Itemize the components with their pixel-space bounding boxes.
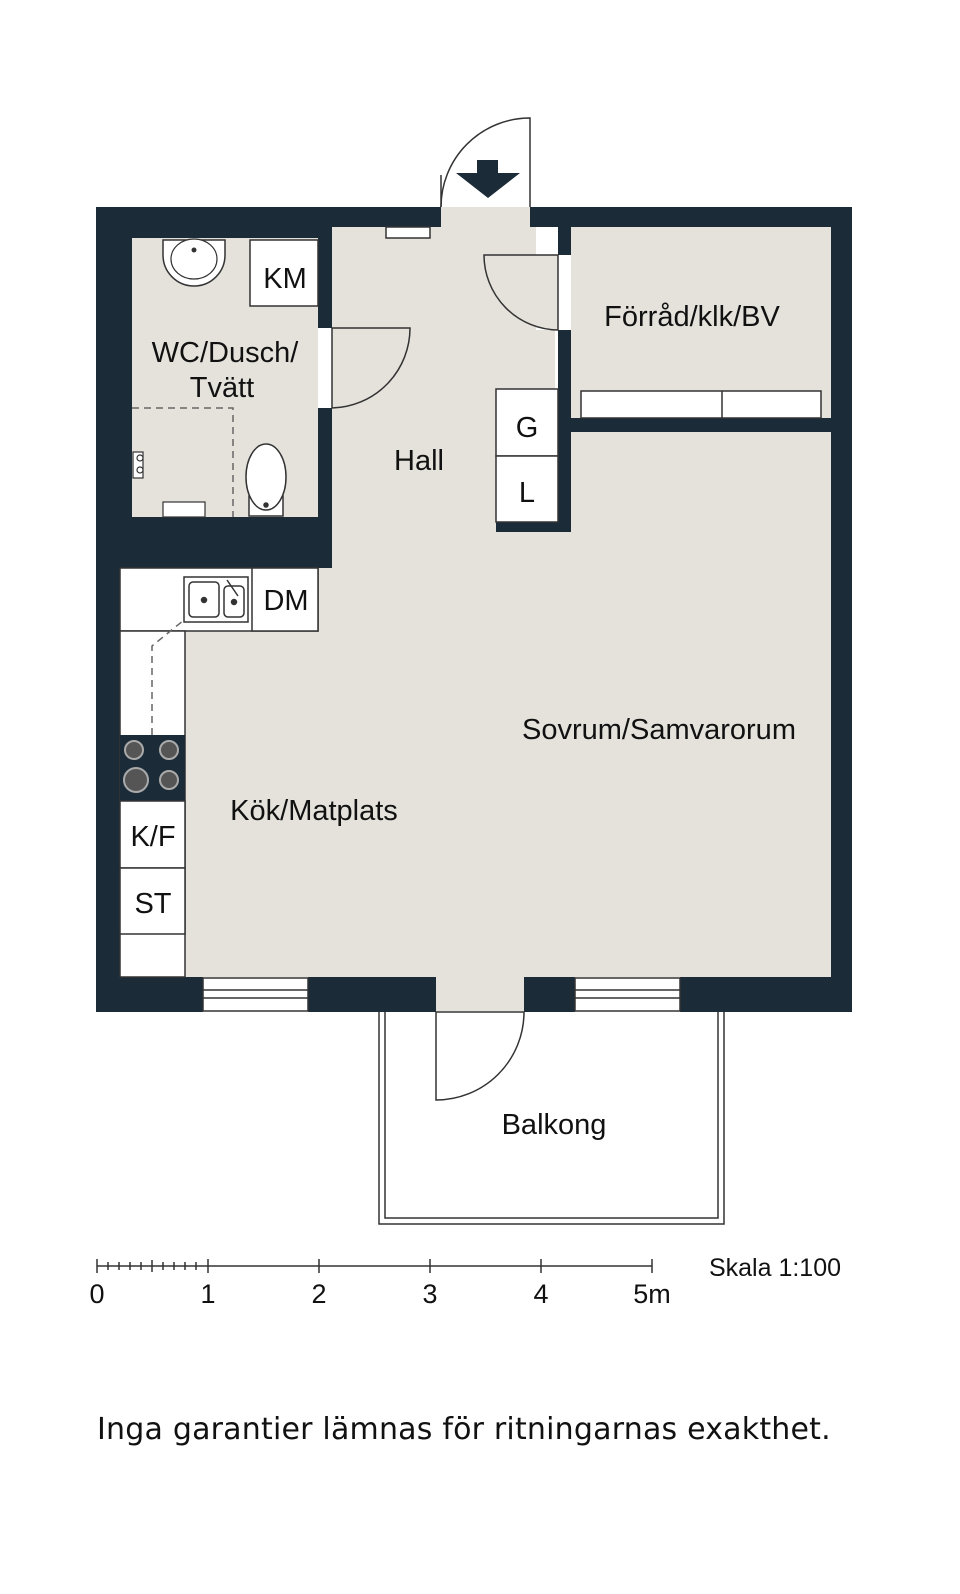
storage-floor (571, 227, 831, 418)
scale-minor-ticks (96, 1259, 653, 1273)
sink-icon (183, 576, 249, 623)
washbasin-icon (162, 238, 226, 287)
doors (331, 117, 559, 1101)
shower-area (132, 407, 234, 517)
hall-radiator (385, 226, 431, 239)
disclaimer-text: Inga garantier lämnas för ritningarnas e… (97, 1412, 831, 1447)
washing-machine-box (249, 239, 319, 307)
fixture-label-l: L (519, 477, 535, 509)
scale-tick-4: 4 (533, 1279, 548, 1309)
scale-tick-3: 3 (422, 1279, 437, 1309)
scale-tick-1: 1 (200, 1279, 215, 1309)
wall-wc-right-upper (318, 227, 332, 328)
balcony-door (435, 1011, 525, 1101)
wall-wc-top (96, 207, 332, 238)
wall-storage-left-lower (558, 330, 571, 532)
room-label-kitchen: Kök/Matplats (230, 795, 398, 827)
stove-icon (120, 735, 185, 801)
main-floor (120, 227, 831, 977)
floor-areas (120, 207, 831, 1011)
wardrobes (495, 388, 559, 523)
scale-label: Skala 1:100 (709, 1254, 841, 1282)
fixture-label-km: KM (263, 263, 307, 295)
scale-tick-2: 2 (311, 1279, 326, 1309)
wall-top-right (530, 207, 852, 227)
wall-right (831, 207, 852, 1012)
kitchen-counter (119, 567, 319, 978)
dishwasher-box (251, 567, 319, 632)
room-label-wc-line2: Tvätt (190, 372, 254, 404)
wall-storage-left-upper (558, 227, 571, 255)
room-label-hall: Hall (394, 445, 444, 477)
fixture-label-st: ST (134, 888, 171, 920)
room-label-wc-line1: WC/Dusch/ (152, 337, 300, 369)
wall-bottom-1 (96, 977, 203, 1012)
wc-door (331, 327, 411, 409)
windows (202, 977, 681, 1012)
scale-tick-5: 5m (633, 1279, 671, 1309)
entrance-arrow-icon (456, 160, 520, 198)
floor-drain-icon (162, 501, 206, 518)
wall-bottom-2 (308, 977, 436, 1012)
balcony (378, 1012, 725, 1225)
window-bedroom (574, 977, 681, 1012)
scale-bar (96, 1259, 653, 1273)
fixture-label-g: G (516, 412, 539, 444)
wall-bottom-3 (524, 977, 575, 1012)
wall-wardrobe-bottom (496, 522, 571, 532)
wc-fixtures (132, 238, 319, 518)
fixture-label-dm: DM (263, 585, 308, 617)
room-label-balcony: Balkong (502, 1109, 607, 1141)
wardrobe-l (495, 455, 559, 523)
scale-tick-0: 0 (89, 1279, 104, 1309)
storage-door (483, 254, 559, 331)
wall-wc-bottom (96, 517, 332, 568)
wall-wc-right-lower (318, 408, 332, 568)
wardrobe-st-box (119, 867, 186, 935)
storage-shelves (580, 390, 822, 419)
wall-wc-left (96, 207, 132, 568)
window-kitchen (202, 977, 309, 1012)
toilet-icon (245, 443, 287, 517)
walls (96, 207, 852, 1012)
fixture-label-kf: K/F (130, 821, 175, 853)
balcony-opening (436, 975, 524, 1011)
entrance-opening (440, 207, 530, 229)
wall-storage-bottom (571, 418, 831, 432)
shower-mixer-icon (132, 451, 144, 479)
room-label-storage: Förråd/klk/BV (604, 301, 780, 333)
wall-bottom-4 (680, 977, 852, 1012)
room-label-bedroom: Sovrum/Samvarorum (522, 714, 796, 746)
